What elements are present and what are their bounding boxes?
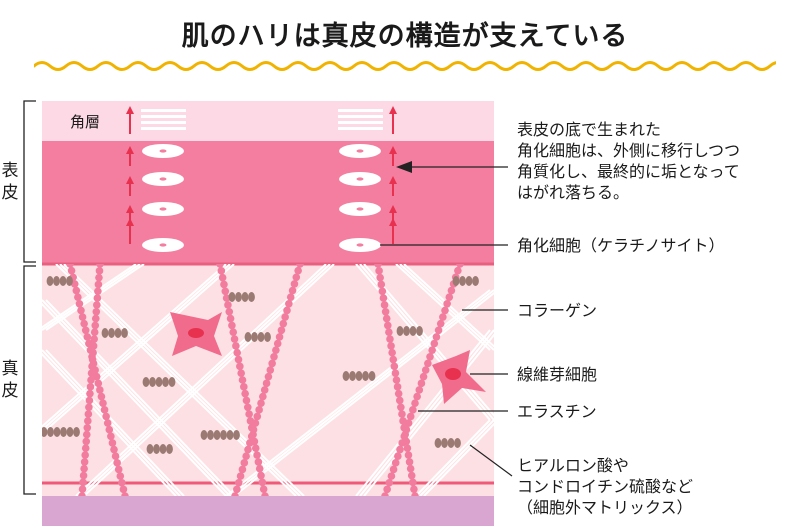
matrix-label: ヒアルロン酸や コンドロイチン硫酸など （細胞外マトリックス） — [517, 456, 694, 517]
upward-migration-arrows — [126, 106, 397, 244]
elastin-label: エラスチン — [517, 402, 597, 421]
matrix-leader — [469, 444, 513, 477]
fibroblast-cell — [170, 312, 222, 356]
epidermis-layer — [42, 141, 494, 264]
collagen-fibers — [42, 264, 494, 496]
stratum-corneum-label: 角層 — [70, 113, 101, 131]
stratum-corneum-layer — [42, 101, 494, 141]
page-title: 肌のハリは真皮の構造が支えている — [181, 21, 629, 52]
epidermis-label: 表皮 — [1, 161, 19, 203]
epidermis-bracket — [23, 100, 36, 263]
dermis-label: 真皮 — [1, 359, 19, 401]
fibroblast-cell — [432, 350, 486, 404]
keratinocyte-label: 角化細胞（ケラチノサイト） — [517, 236, 725, 255]
keratinocyte-description: 表皮の底で生まれた 角化細胞は、外側に移行しつつ 角質化し、最終的に垢となって … — [517, 120, 741, 202]
collagen-label: コラーゲン — [517, 301, 598, 320]
fibroblast-label: 線維芽細胞 — [517, 365, 598, 384]
extracellular-matrix — [42, 276, 479, 454]
elastin-fibers — [66, 264, 464, 496]
title-underline-wave — [34, 61, 776, 71]
subcutis-layer — [42, 496, 494, 526]
cornified-flakes — [141, 109, 383, 130]
dermis-bracket — [23, 265, 36, 495]
keratinocyte-desc-arrowhead — [396, 161, 412, 173]
